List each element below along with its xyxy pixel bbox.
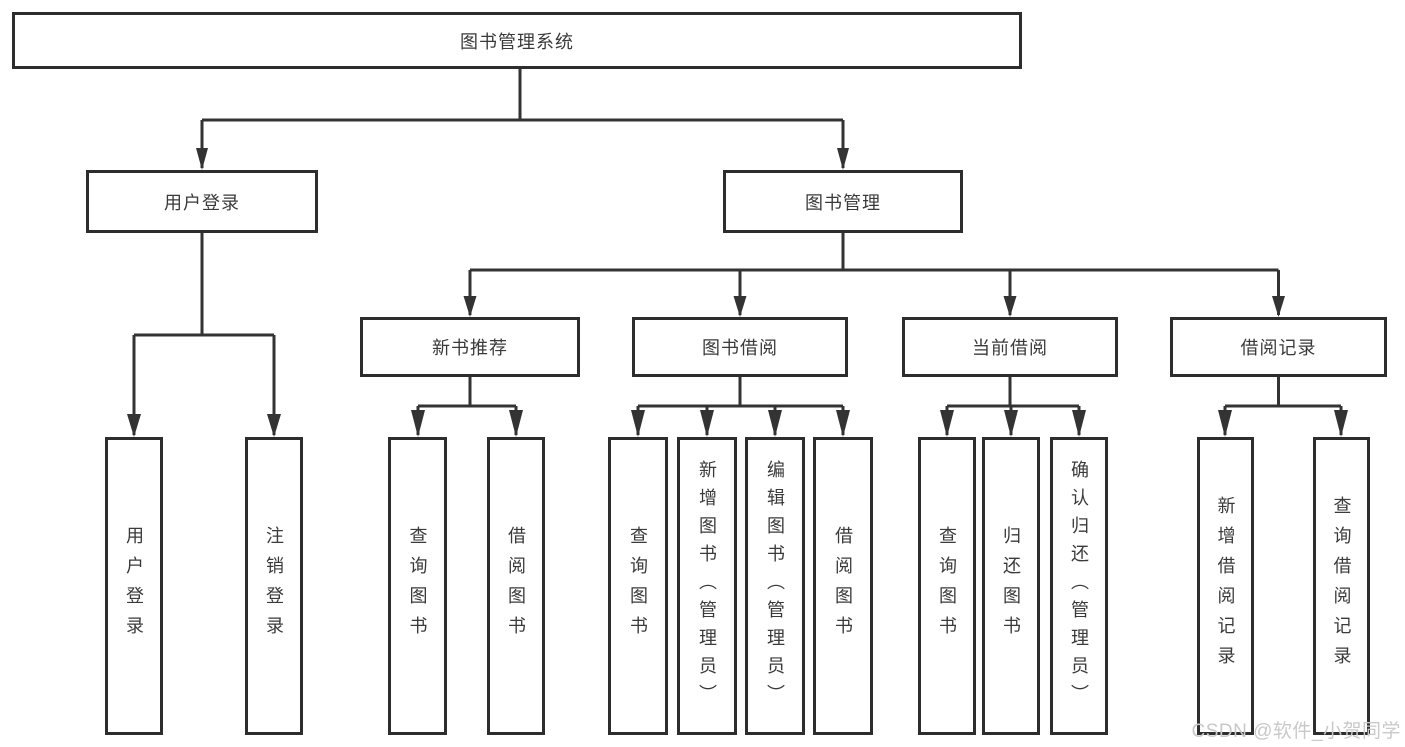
arrow-icon xyxy=(267,414,281,437)
arrow-icon xyxy=(1004,410,1018,437)
node-current-return-books: 归还图书 xyxy=(982,437,1040,735)
node-logout-action-label: 注销登录 xyxy=(264,526,284,646)
connector-recommend-branch xyxy=(416,377,518,435)
node-borrow-query-books: 查询图书 xyxy=(608,437,668,735)
node-user-login: 用户登录 xyxy=(86,170,318,233)
node-borrow-borrow-books-label: 借阅图书 xyxy=(833,526,853,646)
csdn-watermark: CSDN @软件_小贺同学 xyxy=(1191,721,1401,742)
arrow-icon xyxy=(509,410,523,437)
node-current-borrowing: 当前借阅 xyxy=(902,317,1118,377)
arrow-icon xyxy=(768,410,782,437)
node-root: 图书管理系统 xyxy=(12,12,1022,69)
node-user-login-action: 用户登录 xyxy=(105,437,163,735)
connector-borrow-branch xyxy=(636,377,845,435)
node-current-confirm-return-admin-label: 确认归还（管理员） xyxy=(1069,460,1089,712)
node-user-login-action-label: 用户登录 xyxy=(124,526,144,646)
arrow-icon xyxy=(1003,296,1017,317)
node-book-management-label: 图书管理 xyxy=(805,192,881,213)
node-recommend-query-books: 查询图书 xyxy=(388,437,447,735)
node-book-management: 图书管理 xyxy=(723,170,963,233)
arrow-icon xyxy=(1334,410,1348,437)
node-recommend-borrow-books: 借阅图书 xyxy=(487,437,545,735)
node-records-add-record: 新增借阅记录 xyxy=(1197,437,1254,735)
node-logout-action: 注销登录 xyxy=(245,437,303,735)
node-borrow-query-books-label: 查询图书 xyxy=(628,526,648,646)
node-records-query-record: 查询借阅记录 xyxy=(1313,437,1370,735)
connector-records-branch xyxy=(1223,377,1343,435)
node-borrow-add-books-admin-label: 新增图书（管理员） xyxy=(697,460,717,712)
node-current-return-books-label: 归还图书 xyxy=(1001,526,1021,646)
arrow-icon xyxy=(463,296,477,317)
arrow-icon xyxy=(733,296,747,317)
node-borrow-edit-books-admin-label: 编辑图书（管理员） xyxy=(765,460,785,712)
node-new-book-recommendation-label: 新书推荐 xyxy=(432,338,508,358)
node-current-borrowing-label: 当前借阅 xyxy=(972,338,1048,358)
arrow-icon xyxy=(1218,410,1232,437)
node-borrowing-records: 借阅记录 xyxy=(1170,317,1387,377)
node-borrowing-records-label: 借阅记录 xyxy=(1240,338,1317,358)
connector-root-branch xyxy=(200,69,845,168)
node-root-label: 图书管理系统 xyxy=(460,31,574,52)
arrow-icon xyxy=(1272,296,1285,317)
arrow-icon xyxy=(631,410,645,437)
node-book-borrowing-label: 图书借阅 xyxy=(702,338,778,358)
node-recommend-borrow-books-label: 借阅图书 xyxy=(506,526,526,646)
connector-user-login-branch xyxy=(132,233,276,435)
arrow-icon xyxy=(940,410,954,437)
node-borrow-borrow-books: 借阅图书 xyxy=(813,437,873,735)
node-new-book-recommendation: 新书推荐 xyxy=(360,317,580,377)
node-current-query-books: 查询图书 xyxy=(918,437,976,735)
node-recommend-query-books-label: 查询图书 xyxy=(407,526,428,646)
arrow-icon xyxy=(700,410,714,437)
connector-book-mgmt-branch xyxy=(468,233,1280,315)
arrow-icon xyxy=(836,410,850,437)
node-current-confirm-return-admin: 确认归还（管理员） xyxy=(1050,437,1108,735)
connector-current-branch xyxy=(945,377,1081,435)
arrow-icon xyxy=(196,148,208,170)
node-records-query-record-label: 查询借阅记录 xyxy=(1331,496,1352,676)
arrow-icon xyxy=(127,414,141,437)
node-current-query-books-label: 查询图书 xyxy=(937,526,957,646)
node-borrow-edit-books-admin: 编辑图书（管理员） xyxy=(745,437,805,735)
arrow-icon xyxy=(837,148,849,170)
node-book-borrowing: 图书借阅 xyxy=(632,317,848,377)
node-user-login-label: 用户登录 xyxy=(164,192,240,213)
arrow-icon xyxy=(411,410,425,437)
node-records-add-record-label: 新增借阅记录 xyxy=(1215,496,1236,676)
node-borrow-add-books-admin: 新增图书（管理员） xyxy=(677,437,737,735)
arrow-icon xyxy=(1072,410,1086,437)
